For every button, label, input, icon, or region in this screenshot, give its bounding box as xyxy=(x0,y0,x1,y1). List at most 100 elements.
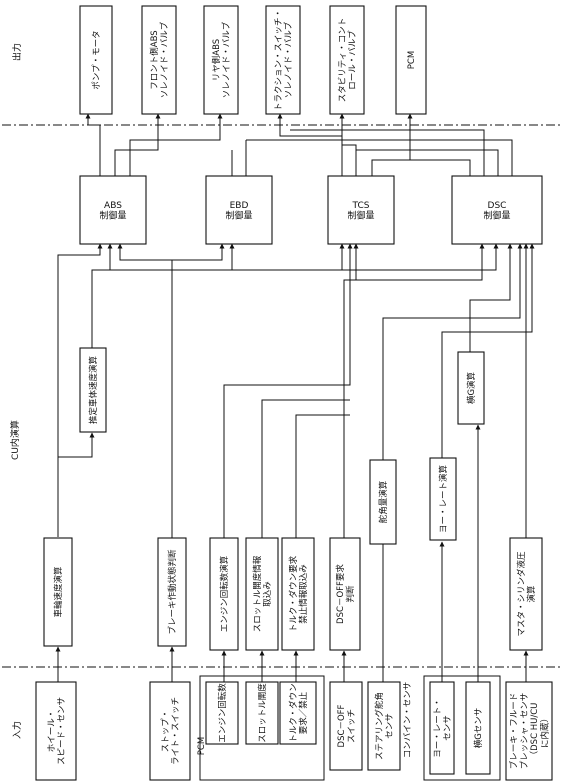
in-yaw-label: ヨー・レート・センサ xyxy=(433,698,453,758)
in-dscsw-block: DSC－OFFスイッチ xyxy=(329,681,363,771)
in-stop-box xyxy=(149,681,191,781)
in-stop-label: ストップ・ライト・スイッチ xyxy=(161,697,181,765)
ctl-tcs-label-line: 制御量 xyxy=(347,210,374,222)
in-throttle-box xyxy=(245,681,279,745)
c-steer-block: 舵角量演算 xyxy=(369,459,397,545)
c-master-label-line: マスタ・シリンダ液圧 xyxy=(516,551,527,637)
in-steer-box xyxy=(367,681,401,771)
out-front-label-line: ソレノイド・バルブ xyxy=(159,21,170,98)
in-wheel-block: ホイール・スピード・センサ xyxy=(35,681,77,781)
c-torque-label: トルク・ダウン要求禁止情報取込み xyxy=(288,555,309,632)
in-engine-box xyxy=(205,681,239,745)
c-wheelspeed-block: 車輪速度演算 xyxy=(43,537,73,647)
c-torque-label-line: 禁止情報取込み xyxy=(298,564,309,624)
ctl-dsc-box xyxy=(451,175,543,245)
out-stability-block: スタビリティ・コントロール・バルブ xyxy=(329,5,365,115)
out-stability-label-line: スタビリティ・コント xyxy=(338,18,348,103)
c-engine-label: エンジン回転数演算 xyxy=(219,555,230,632)
out-pcm-box xyxy=(395,5,427,115)
in-dscsw-label-line: DSC－OFF xyxy=(337,704,347,747)
c-master-label-line: 演算 xyxy=(526,585,537,603)
section-label-cu: CU内演算 xyxy=(9,420,21,460)
in-brakefluid-label-line: （DSC HU/CU xyxy=(529,703,540,760)
in-throttle-label-line: スロットル開度 xyxy=(257,683,268,743)
in-steer-label: ステアリング舵角センサ xyxy=(374,692,395,760)
out-pcm-label: PCM xyxy=(407,51,417,69)
in-dscsw-label-line: スイッチ xyxy=(347,709,357,743)
out-traction-label-line: トラクション・スイッチ・ xyxy=(274,9,284,111)
c-engine-label-line: エンジン回転数演算 xyxy=(219,555,230,632)
ctl-abs-label-line: 制御量 xyxy=(99,210,126,222)
in-yaw-label-line: ヨー・レート・ xyxy=(433,698,443,758)
in-torque-label-line: 要求／禁止 xyxy=(298,691,309,734)
out-front-block: フロント側ABSソレノイド・バルブ xyxy=(141,5,177,115)
in-torque-label-line: トルク・ダウン xyxy=(288,683,299,742)
in-lateral-box xyxy=(465,681,491,775)
ctl-abs-box xyxy=(79,175,147,245)
out-pump-block: ポンプ・モータ xyxy=(79,5,113,115)
in-dscsw-label: DSC－OFFスイッチ xyxy=(337,704,357,747)
out-rear-label-line: ソレノイド・バルブ xyxy=(221,21,232,98)
c-torque-label-line: トルク・ダウン要求 xyxy=(288,555,299,632)
in-stop-label-line: ライト・スイッチ xyxy=(171,697,181,765)
in-brakefluid-block: ブレーキ・フルードプレッシャ・センサ（DSC HU/CUに内蔵） xyxy=(505,681,553,781)
c-vehicle-label-line: 推定車体速度演算 xyxy=(88,356,99,425)
out-traction-label: トラクション・スイッチ・ソレノイド・バルブ xyxy=(274,9,294,111)
out-pcm-label-line: PCM xyxy=(407,51,417,69)
c-steer-box xyxy=(369,459,397,545)
ctl-tcs-box xyxy=(327,175,395,245)
connection-lines xyxy=(55,113,535,682)
c-steer-label-line: 舵角量演算 xyxy=(378,480,389,523)
c-brake-label-line: ブレーキ作動状態判断 xyxy=(167,549,178,635)
c-torque-box xyxy=(281,537,315,651)
in-engine-block: エンジン回転数 xyxy=(205,681,239,745)
in-torque-block: トルク・ダウン要求／禁止 xyxy=(279,681,317,745)
c-master-box xyxy=(509,537,543,651)
in-stop-label-line: ストップ・ xyxy=(161,710,171,753)
c-yaw-label-line: ヨー・レート演算 xyxy=(438,465,449,534)
ctl-ebd-label-line: EBD xyxy=(230,201,249,211)
out-traction-block: トラクション・スイッチ・ソレノイド・バルブ xyxy=(265,5,301,115)
out-rear-label: リヤ側ABSソレノイド・バルブ xyxy=(211,21,232,98)
section-label-input: 入力 xyxy=(11,721,23,739)
in-brakefluid-label-line: に内蔵） xyxy=(539,714,550,748)
in-yaw-label-line: センサ xyxy=(443,715,453,741)
c-yaw-block: ヨー・レート演算 xyxy=(429,457,457,541)
out-traction-box xyxy=(265,5,301,115)
in-dscsw-box xyxy=(329,681,363,771)
ctl-dsc-label-line: 制御量 xyxy=(483,210,510,222)
ctl-ebd-label-line: 制御量 xyxy=(225,210,252,222)
out-stability-label: スタビリティ・コントロール・バルブ xyxy=(338,18,358,103)
c-yaw-box xyxy=(429,457,457,541)
in-brakefluid-box xyxy=(505,681,553,781)
in-throttle-label: スロットル開度 xyxy=(257,683,268,743)
c-master-block: マスタ・シリンダ液圧演算 xyxy=(509,537,543,651)
group-label-combine: コンバイン・センサ xyxy=(403,682,413,759)
in-brakefluid-label-line: ブレーキ・フルード xyxy=(509,693,520,770)
c-master-label: マスタ・シリンダ液圧演算 xyxy=(516,551,537,637)
in-engine-label-line: エンジン回転数 xyxy=(217,683,228,743)
out-rear-block: リヤ側ABSソレノイド・バルブ xyxy=(203,5,239,115)
c-throttle-block: スロットル開度情報取込み xyxy=(245,537,279,651)
out-pump-label: ポンプ・モータ xyxy=(92,30,102,89)
ctl-dsc-label-line: DSC xyxy=(488,201,507,211)
in-engine-label: エンジン回転数 xyxy=(217,683,228,743)
in-lateral-block: 横Gセンサ xyxy=(465,681,491,775)
out-stability-box xyxy=(329,5,365,115)
in-wheel-box xyxy=(35,681,77,781)
c-engine-block: エンジン回転数演算 xyxy=(209,537,239,651)
ctl-ebd-box xyxy=(205,175,273,245)
in-yaw-box xyxy=(429,681,455,775)
group-label-pcm: PCM xyxy=(197,737,207,755)
c-steer-label: 舵角量演算 xyxy=(378,480,389,523)
in-torque-label: トルク・ダウン要求／禁止 xyxy=(288,683,309,742)
ctl-abs-label-line: ABS xyxy=(104,201,122,211)
c-brake-block: ブレーキ作動状態判断 xyxy=(157,537,187,647)
in-brakefluid-label-line: プレッシャ・センサ xyxy=(520,693,530,770)
